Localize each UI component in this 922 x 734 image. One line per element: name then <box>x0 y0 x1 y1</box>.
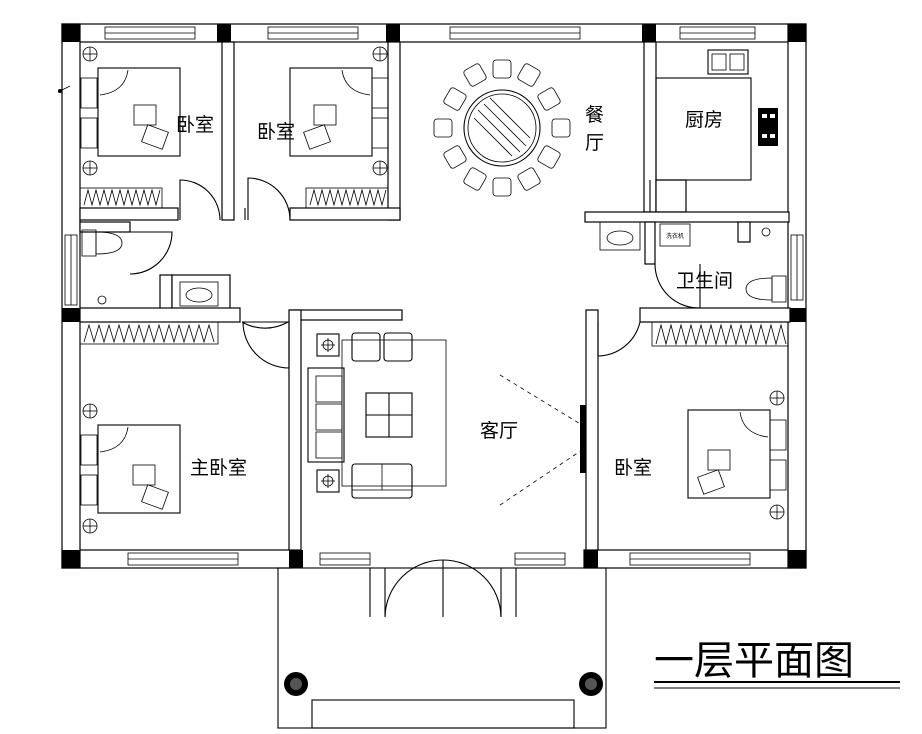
bed-right <box>687 390 787 520</box>
label-master-bedroom: 主卧室 <box>190 457 247 479</box>
label-kitchen: 厨房 <box>685 109 723 131</box>
drawing-title: 一层平面图 <box>654 638 900 689</box>
kitchen-fixtures <box>655 49 778 181</box>
living-room-furniture <box>307 332 447 499</box>
bed-master <box>80 403 181 534</box>
label-bedroom-top-left: 卧室 <box>176 114 214 136</box>
porch <box>277 567 607 729</box>
north-marker <box>57 85 71 93</box>
bathroom-fixtures: 洗衣机 <box>81 221 787 307</box>
bed-top-left <box>80 46 181 176</box>
label-bedroom-top-middle: 卧室 <box>257 121 295 143</box>
label-bedroom-right: 卧室 <box>614 457 652 479</box>
label-living-room: 客厅 <box>480 420 518 442</box>
label-dining-1: 餐 <box>585 104 604 126</box>
label-dining-2: 厅 <box>585 132 604 154</box>
bed-top-middle <box>289 46 389 176</box>
windows <box>64 26 804 566</box>
washer-label: 洗衣机 <box>666 232 684 240</box>
interior-walls <box>79 41 791 551</box>
doors <box>129 177 701 618</box>
title-text: 一层平面图 <box>654 638 854 684</box>
outer-walls <box>61 23 807 569</box>
room-labels: 卧室 卧室 餐 厅 厨房 卫生间 主卧室 客厅 卧室 <box>176 104 733 479</box>
label-bathroom: 卫生间 <box>676 270 733 292</box>
wardrobes <box>79 187 789 347</box>
dining-table <box>433 59 571 197</box>
